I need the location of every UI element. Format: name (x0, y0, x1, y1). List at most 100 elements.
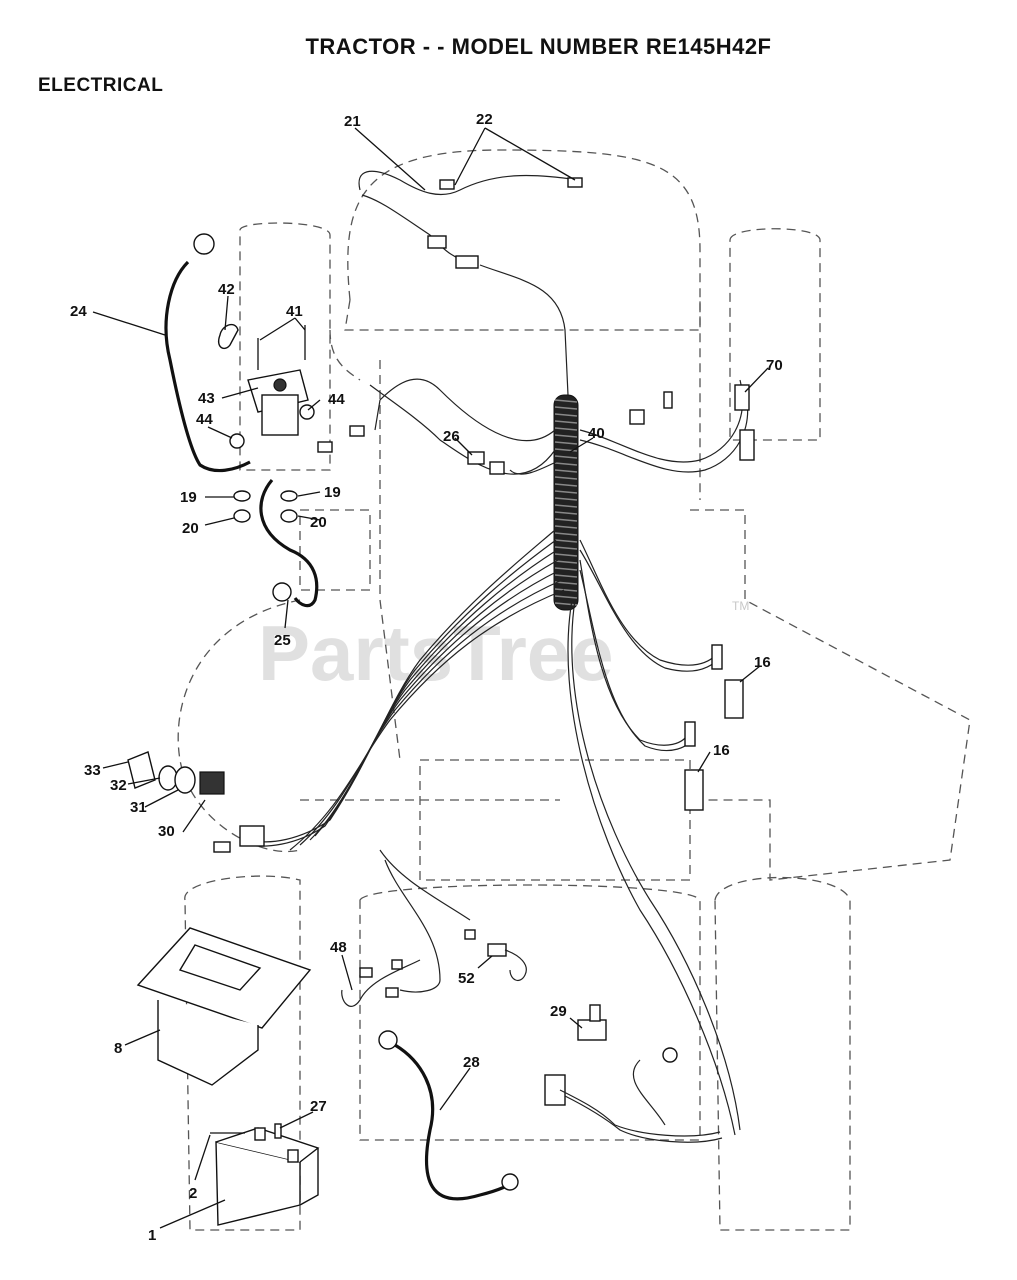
callout-44-right: 44 (328, 391, 345, 408)
ring-terminal-icon (378, 1030, 398, 1050)
page-title: TRACTOR - - MODEL NUMBER RE145H42F (305, 34, 772, 59)
battery-assembly (136, 927, 320, 1226)
connector-icon (684, 721, 696, 747)
watermark-trademark: TM (732, 599, 749, 613)
terminal-icon (317, 441, 333, 453)
sleeve-rib (554, 413, 578, 417)
sleeve-rib (554, 504, 578, 508)
connector-icon (711, 644, 723, 670)
nut-icon (274, 1123, 282, 1139)
headlight-harness (358, 170, 583, 396)
sleeve-rib (554, 546, 578, 550)
sleeve-rib (554, 455, 578, 459)
callout-44-left: 44 (196, 411, 213, 428)
callout-leaders (92, 127, 769, 1229)
ring-terminal-icon (501, 1173, 519, 1191)
connector-icon (391, 959, 403, 970)
sleeve-rib (554, 602, 578, 606)
callout-labels: 21 22 42 41 24 43 44 44 70 26 40 19 19 2… (70, 111, 783, 1244)
sleeve-rib (554, 595, 578, 599)
connectors-16 (684, 644, 744, 811)
callout-1: 1 (148, 1227, 156, 1244)
sleeve-rib (554, 441, 578, 445)
ignition-switch-assembly (127, 751, 265, 853)
bulb-socket-icon (439, 179, 455, 190)
sleeve-rib (554, 483, 578, 487)
connector-icon (239, 825, 265, 847)
connector-icon (684, 769, 704, 811)
sleeve-rib (554, 553, 578, 557)
connector-icon (724, 679, 744, 719)
callout-24: 24 (70, 303, 87, 320)
terminal-icon (349, 425, 365, 437)
callout-21: 21 (344, 113, 361, 130)
sleeve-rib (554, 560, 578, 564)
callout-70: 70 (766, 357, 783, 374)
callout-16-upper: 16 (754, 654, 771, 671)
sleeve-rib (554, 399, 578, 403)
boot-icon (218, 323, 239, 350)
sleeve-rib (554, 434, 578, 438)
callout-31: 31 (130, 799, 147, 816)
callout-20-right: 20 (310, 514, 327, 531)
main-wire-bundle (247, 378, 749, 1136)
washer-icon (233, 490, 251, 502)
sleeve-rib (554, 511, 578, 515)
callout-43: 43 (198, 390, 215, 407)
callout-30: 30 (158, 823, 175, 840)
sleeve-rib (554, 476, 578, 480)
callout-27: 27 (310, 1098, 327, 1115)
callout-41: 41 (286, 303, 303, 320)
connector-icon (385, 987, 399, 998)
nut-icon (229, 433, 245, 449)
connector-icon (455, 255, 479, 269)
sleeve-rib (554, 567, 578, 571)
callout-42: 42 (218, 281, 235, 298)
sleeve-rib (554, 462, 578, 466)
callout-8: 8 (114, 1040, 122, 1057)
callout-48: 48 (330, 939, 347, 956)
callout-33: 33 (84, 762, 101, 779)
terminal-icon (254, 1127, 266, 1141)
sleeve-rib (554, 581, 578, 585)
connector-icon (734, 384, 750, 411)
callout-25: 25 (274, 632, 291, 649)
switch-icon (487, 943, 507, 957)
battery-cable-25 (259, 478, 319, 608)
callout-2: 2 (189, 1185, 197, 1202)
callout-32: 32 (110, 777, 127, 794)
sleeve-rib (554, 490, 578, 494)
callout-26: 26 (443, 428, 460, 445)
connector-icon (629, 409, 645, 425)
harness-sleeve (553, 394, 579, 611)
connector-icon (359, 967, 373, 978)
section-title: ELECTRICAL (38, 75, 164, 96)
ring-terminal-icon (272, 582, 292, 602)
sleeve-rib (554, 406, 578, 410)
callout-20-left: 20 (182, 520, 199, 537)
callout-19-left: 19 (180, 489, 197, 506)
connector-icon (213, 841, 231, 853)
sleeve-rib (554, 539, 578, 543)
callout-19-right: 19 (324, 484, 341, 501)
sleeve-rib (554, 497, 578, 501)
callout-28: 28 (463, 1054, 480, 1071)
switch-icon (577, 1019, 607, 1041)
ground-cable-28 (378, 1030, 519, 1201)
sleeve-rib (554, 518, 578, 522)
callout-22: 22 (476, 111, 493, 128)
callout-16-lower: 16 (713, 742, 730, 759)
nut-icon (174, 766, 196, 794)
ignition-switch-icon (199, 771, 225, 795)
callout-40: 40 (588, 425, 605, 442)
connector-icon (663, 391, 673, 409)
sleeve-rib (554, 469, 578, 473)
bezel-icon (158, 765, 178, 791)
sleeve-rib (554, 574, 578, 578)
connector-icon (464, 929, 476, 940)
pto-switch-assembly (544, 1004, 723, 1143)
nut-icon (280, 509, 298, 523)
sleeve-rib (554, 532, 578, 536)
